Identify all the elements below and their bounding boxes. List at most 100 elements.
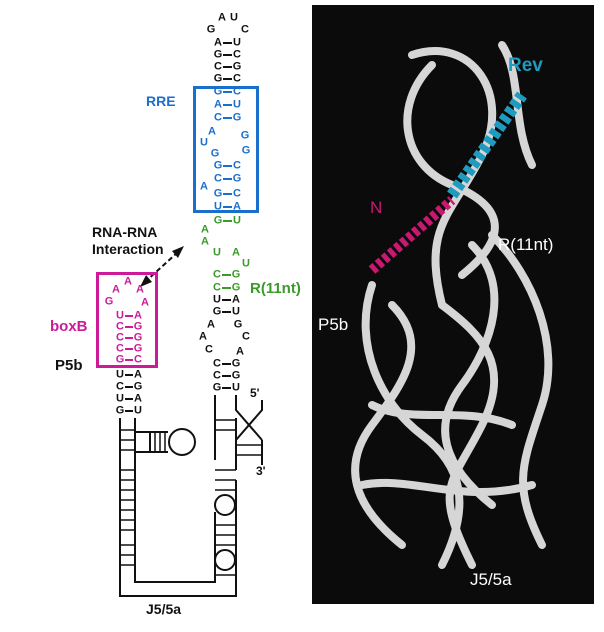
nucleotide-top-loop: C (241, 23, 249, 36)
nucleotide-boxb: A (134, 309, 142, 322)
nucleotide-r11nt: A (232, 246, 240, 259)
nucleotide-rre: C (214, 111, 222, 124)
nucleotide-boxb: G (133, 331, 143, 344)
nucleotide-stem-black-top: U (233, 36, 241, 49)
nucleotide-rre: A (200, 180, 208, 193)
nucleotide-boxb: G (104, 295, 114, 308)
nucleotide-stem-right-lower: C (213, 357, 221, 370)
rev-helix (447, 91, 527, 199)
nucleotide-stem-right-lower: G (231, 369, 241, 382)
p5b-label: P5b (55, 357, 83, 374)
nucleotide-p5b-stem: U (116, 392, 124, 405)
r11nt-structure-label: R(11nt) (498, 235, 554, 254)
nucleotide-stem-right-lower: A (199, 330, 207, 343)
nucleotide-r11nt: C (213, 281, 221, 294)
j5-5a-label: J5/5a (146, 601, 182, 617)
j5-5a-structure-label: J5/5a (470, 570, 512, 589)
nucleotide-rre: G (210, 147, 220, 160)
nucleotide-p5b-stem: A (134, 368, 142, 381)
nucleotide-rre: G (213, 85, 223, 98)
nucleotide-rre: A (214, 98, 222, 111)
nucleotide-r11nt: A (201, 223, 209, 236)
nucleotide-stem-black-top: G (232, 60, 242, 73)
nucleotide-rre: G (241, 144, 251, 157)
nucleotide-stem-right-lower: C (205, 343, 213, 356)
nucleotide-p5b-stem: G (133, 380, 143, 393)
nucleotide-boxb: A (136, 283, 144, 296)
nucleotide-boxb: U (116, 309, 124, 322)
nucleotide-stem-right-lower: A (236, 345, 244, 358)
nucleotide-r11nt: C (213, 268, 221, 281)
nucleotide-stem-black-top: C (214, 60, 222, 73)
nucleotide-p5b-stem: G (115, 404, 125, 417)
nucleotide-rre: G (213, 159, 223, 172)
rre-label: RRE (146, 93, 176, 109)
r11nt-label: R(11nt) (250, 280, 301, 297)
nucleotide-boxb: C (116, 320, 124, 333)
nucleotide-rre: U (233, 98, 241, 111)
boxb-label: boxB (50, 318, 88, 335)
backbone-inner (134, 418, 216, 583)
nucleotide-stem-right-lower: A (232, 293, 240, 306)
five-prime-label: 5' (250, 386, 260, 400)
nucleotide-r11nt: G (231, 281, 241, 294)
nucleotide-r11nt: U (242, 257, 250, 270)
nucleotide-rre: A (233, 200, 241, 213)
n-label: N (370, 198, 383, 217)
nucleotide-boxb: C (134, 353, 142, 366)
nucleotide-top-loop: U (230, 11, 238, 24)
nucleotide-boxb: A (112, 283, 120, 296)
nucleotide-boxb: G (133, 320, 143, 333)
nucleotide-top-loop: G (206, 23, 216, 36)
backbone-left (119, 418, 237, 597)
three-prime-label: 3' (256, 464, 266, 478)
nucleotide-rre: C (233, 159, 241, 172)
nucleotide-p5b-stem: U (116, 368, 124, 381)
3d-structure-panel: Rev N R(11nt) P5b J5/5a (312, 5, 594, 604)
nucleotide-boxb: C (116, 331, 124, 344)
nucleotide-boxb: A (141, 296, 149, 309)
p5b-structure-label: P5b (318, 315, 349, 334)
nucleotide-r11nt: G (231, 268, 241, 281)
nucleotide-stem-black-top: G (213, 48, 223, 61)
nucleotide-rre: C (233, 187, 241, 200)
interaction-label-1: RNA-RNA (92, 224, 158, 240)
nucleotide-stem-black-top: A (214, 36, 222, 49)
ribbon-model (351, 41, 553, 569)
rre-box (193, 86, 259, 213)
nucleotide-boxb: A (124, 275, 132, 288)
nucleotide-rre: A (208, 125, 216, 138)
nucleotide-stem-right-lower: U (232, 305, 240, 318)
nucleotide-stem-right-lower: U (232, 381, 240, 394)
nucleotide-stem-black-top: C (233, 72, 241, 85)
nucleotide-stem-right-lower: G (231, 357, 241, 370)
boxb-box (96, 272, 158, 368)
nucleotide-rre: G (232, 111, 242, 124)
nucleotide-boxb: C (116, 342, 124, 355)
nucleotide-stem-right-lower: G (212, 381, 222, 394)
rev-label: Rev (508, 55, 543, 76)
nucleotide-rre: C (214, 172, 222, 185)
nucleotide-boxb: G (115, 353, 125, 366)
nucleotide-rre: U (214, 200, 222, 213)
nucleotide-rre: U (200, 136, 208, 149)
nucleotide-stem-black-top: C (233, 48, 241, 61)
nucleotide-p5b-stem: U (134, 404, 142, 417)
nucleotide-stem-right-lower: U (213, 293, 221, 306)
nucleotide-top-loop: A (218, 11, 226, 24)
nucleotide-stem-right-lower: G (212, 305, 222, 318)
nucleotide-r11nt: U (233, 214, 241, 227)
nucleotide-boxb: G (133, 342, 143, 355)
nucleotide-rre: G (213, 187, 223, 200)
nucleotide-rre: G (232, 172, 242, 185)
nucleotide-stem-right-lower: G (233, 318, 243, 331)
nucleotide-stem-right-lower: A (207, 318, 215, 331)
nucleotide-r11nt: G (213, 214, 223, 227)
n-peptide-helix (368, 196, 456, 274)
nucleotide-rre: G (240, 129, 250, 142)
nucleotide-stem-right-lower: C (213, 369, 221, 382)
nucleotide-p5b-stem: A (134, 392, 142, 405)
nucleotide-stem-black-top: G (213, 72, 223, 85)
